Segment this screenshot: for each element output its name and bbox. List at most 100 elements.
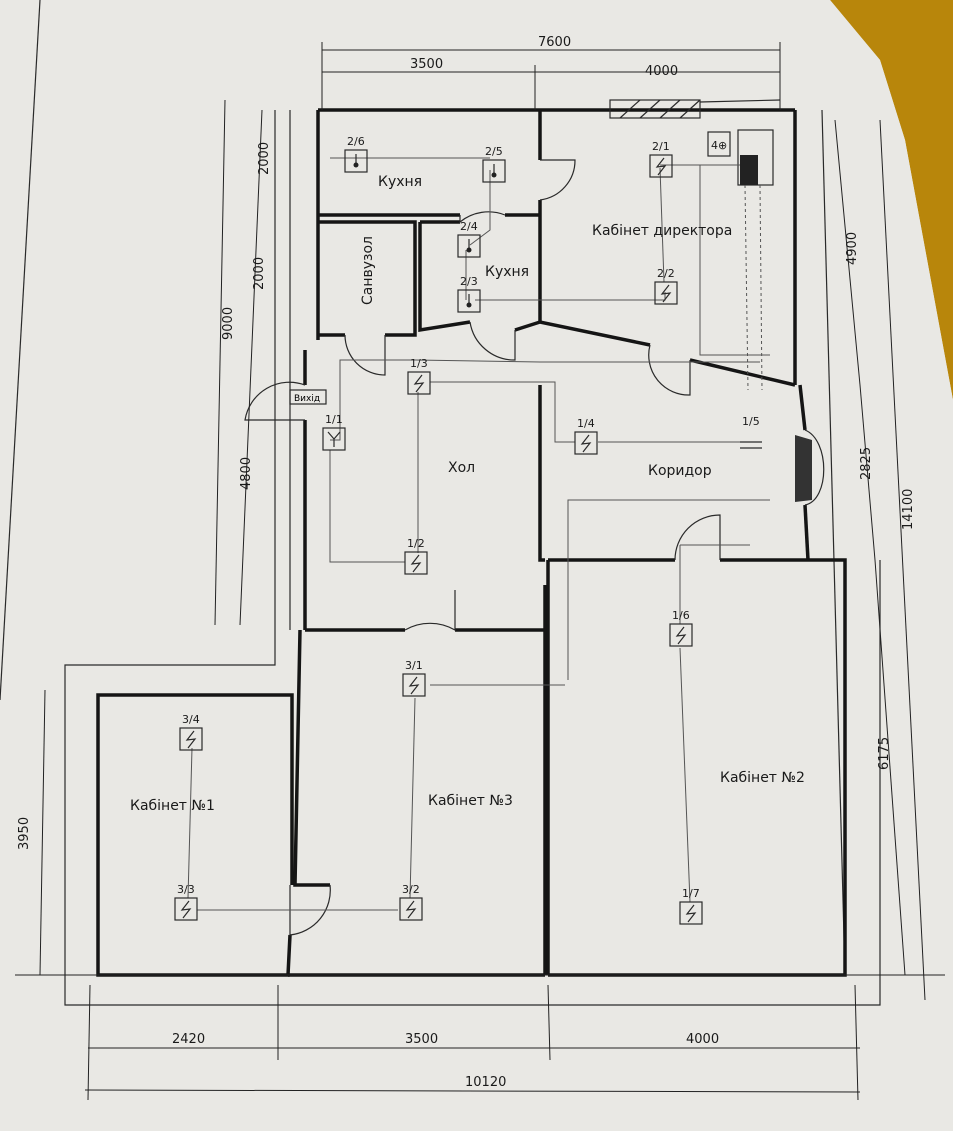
wiring bbox=[187, 157, 770, 911]
fixture-socket: 3/1 bbox=[402, 659, 426, 697]
fixture-box bbox=[404, 551, 428, 575]
fixture-socket: 2/1 bbox=[649, 140, 673, 178]
dim-bottom-office1: 2420 bbox=[172, 1032, 205, 1047]
fixture-label: 2/4 bbox=[460, 220, 478, 233]
socket-icon bbox=[685, 904, 697, 923]
fixture-lamp: 2/4 bbox=[457, 220, 481, 258]
fixture-box bbox=[174, 897, 198, 921]
dim-left-office1: 3950 bbox=[17, 817, 32, 850]
walls bbox=[96, 108, 847, 977]
fixture-socket: 2/2 bbox=[654, 267, 678, 305]
fixture-label: 2/1 bbox=[652, 140, 670, 153]
dimension-labels: 7600 3500 4000 2000 2000 4800 9000 3950 … bbox=[17, 35, 916, 1090]
fixture-box bbox=[402, 673, 426, 697]
exit-door bbox=[244, 381, 306, 421]
fixture-box bbox=[574, 431, 598, 455]
dim-left-kitchen: 2000 bbox=[257, 142, 272, 175]
exit-sign bbox=[289, 389, 327, 405]
room-hall: Хол bbox=[448, 460, 475, 476]
fixture-box bbox=[322, 427, 346, 451]
svg-text:4⊕: 4⊕ bbox=[711, 139, 727, 152]
socket-icon bbox=[675, 626, 687, 645]
dim-bottom-total: 10120 bbox=[465, 1075, 506, 1090]
dim-right-total: 14100 bbox=[901, 489, 916, 530]
fixture-label: 3/2 bbox=[402, 883, 420, 896]
table-background bbox=[830, 0, 953, 400]
dim-bottom-office2: 4000 bbox=[686, 1032, 719, 1047]
dim-right-office2: 6175 bbox=[877, 737, 892, 770]
socket-icon bbox=[580, 434, 592, 453]
dim-left-total: 9000 bbox=[221, 307, 236, 340]
fixture-label: 3/1 bbox=[405, 659, 423, 672]
fixture-label: 1/2 bbox=[407, 537, 425, 550]
fixture-socket: 1/4 bbox=[574, 417, 598, 455]
lamp-bulb-icon bbox=[353, 162, 359, 168]
fixture-socket: 3/4 bbox=[179, 713, 203, 751]
fixture-lamp: 2/6 bbox=[344, 135, 368, 173]
fixture-socket: 1/6 bbox=[669, 609, 693, 647]
fixture-label: 3/3 bbox=[177, 883, 195, 896]
socket-icon bbox=[405, 900, 417, 919]
sheet-frame-line bbox=[0, 0, 41, 701]
room-kitchen-upper: Кухня bbox=[378, 174, 422, 190]
fixture-box bbox=[399, 897, 423, 921]
fixture-box bbox=[179, 727, 203, 751]
fixture-label: 2/6 bbox=[347, 135, 365, 148]
outer-outline bbox=[64, 109, 881, 1006]
lamp-bulb-icon bbox=[466, 247, 472, 253]
fixture-socket: 3/2 bbox=[399, 883, 423, 921]
fixture-box bbox=[649, 154, 673, 178]
dim-left-hall: 4800 bbox=[239, 457, 254, 490]
fixture-label: 2/5 bbox=[485, 145, 503, 158]
socket-icon bbox=[655, 157, 667, 176]
fixture-antenna: 1/1 bbox=[322, 413, 346, 451]
fixture-label: 1/5 bbox=[742, 415, 760, 428]
dim-top-total: 7600 bbox=[538, 35, 571, 50]
room-bathroom: Санвузол bbox=[360, 236, 376, 305]
electrical-panel: 4⊕ bbox=[699, 129, 774, 391]
socket-icon bbox=[413, 374, 425, 393]
dim-right-corridor: 2825 bbox=[859, 447, 874, 480]
socket-icon bbox=[185, 730, 197, 749]
dim-right-director: 4900 bbox=[845, 232, 860, 265]
antenna-icon bbox=[327, 431, 341, 447]
room-corridor: Коридор bbox=[648, 463, 712, 479]
room-kitchen-lower: Кухня bbox=[485, 264, 529, 280]
room-director-office: Кабінет директора bbox=[592, 223, 732, 239]
fixture-label: 2/3 bbox=[460, 275, 478, 288]
room-office-2: Кабінет №2 bbox=[720, 770, 805, 786]
fixture-box bbox=[679, 901, 703, 925]
fixture-label: 2/2 bbox=[657, 267, 675, 280]
dim-top-left: 3500 bbox=[410, 57, 443, 72]
doors bbox=[244, 159, 825, 936]
lamp-bulb-icon bbox=[466, 302, 472, 308]
dim-left-bath: 2000 bbox=[252, 257, 267, 290]
fixture-box bbox=[482, 159, 506, 183]
room-office-1: Кабінет №1 bbox=[130, 798, 215, 814]
dim-bottom-office3: 3500 bbox=[405, 1032, 438, 1047]
fixture-label: 3/4 bbox=[182, 713, 200, 726]
fixture-light-bar: 1/5 bbox=[740, 415, 762, 449]
room-labels: Кухня Кухня Санвузол Кабінет директора Х… bbox=[130, 174, 805, 814]
top-window bbox=[609, 99, 781, 119]
exit-label: Вихід bbox=[294, 394, 320, 404]
fixture-socket: 1/7 bbox=[679, 887, 703, 925]
fixture-label: 1/6 bbox=[672, 609, 690, 622]
fixture-socket: 3/3 bbox=[174, 883, 198, 921]
fixture-box bbox=[407, 371, 431, 395]
fixture-box bbox=[344, 149, 368, 173]
socket-icon bbox=[660, 284, 672, 303]
fixtures: 2/6 2/5 2/4 2/3 2/1 2/2 1/1 1/2 1/3 1/4 1/5 1/6 1/7 3… bbox=[174, 135, 762, 925]
dim-top-right: 4000 bbox=[645, 64, 678, 79]
fixture-label: 1/4 bbox=[577, 417, 595, 430]
fixture-box bbox=[457, 289, 481, 313]
fixture-lamp: 2/3 bbox=[457, 275, 481, 313]
fixture-lamp: 2/5 bbox=[482, 145, 506, 183]
lamp-bulb-icon bbox=[491, 172, 497, 178]
fixture-box bbox=[457, 234, 481, 258]
dimension-lines bbox=[15, 42, 945, 1101]
fixture-socket: 1/3 bbox=[407, 357, 431, 395]
fixture-box bbox=[669, 623, 693, 647]
